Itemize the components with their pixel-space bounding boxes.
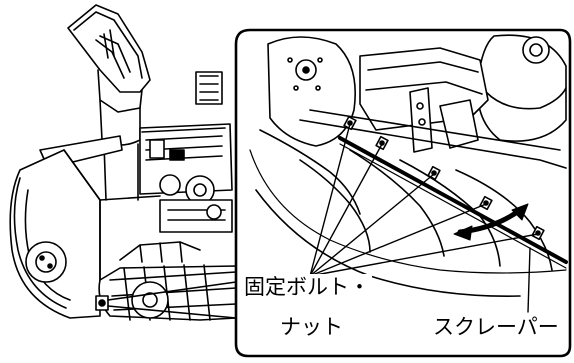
adjust-direction-arrow (453, 203, 529, 241)
auger-housing (9, 135, 161, 319)
discharge-chute (67, 4, 151, 201)
detail-frame (299, 47, 567, 169)
zoom-guide-upper (107, 281, 237, 301)
label-scraper: スクレーパー (431, 314, 561, 340)
zoom-guide-lower (107, 305, 237, 319)
detail-panel (234, 28, 572, 358)
track (98, 241, 237, 321)
detail-wheel-left (267, 36, 356, 147)
detail-wheel-right (476, 34, 567, 142)
bolt-nut-set (343, 115, 545, 241)
label-bolt-nut-line1: 固定ボルト・ (242, 274, 372, 300)
bolt-leader-lines (309, 123, 539, 277)
label-bolt-nut-line2: ナット (278, 314, 345, 340)
engine (139, 71, 233, 233)
scraper-blade (338, 136, 568, 269)
detail-auger (249, 129, 567, 297)
snowblower-machine (9, 4, 237, 321)
bolt-5 (531, 225, 545, 241)
scraper-leader-line (527, 247, 531, 313)
bolt-1 (343, 115, 357, 131)
